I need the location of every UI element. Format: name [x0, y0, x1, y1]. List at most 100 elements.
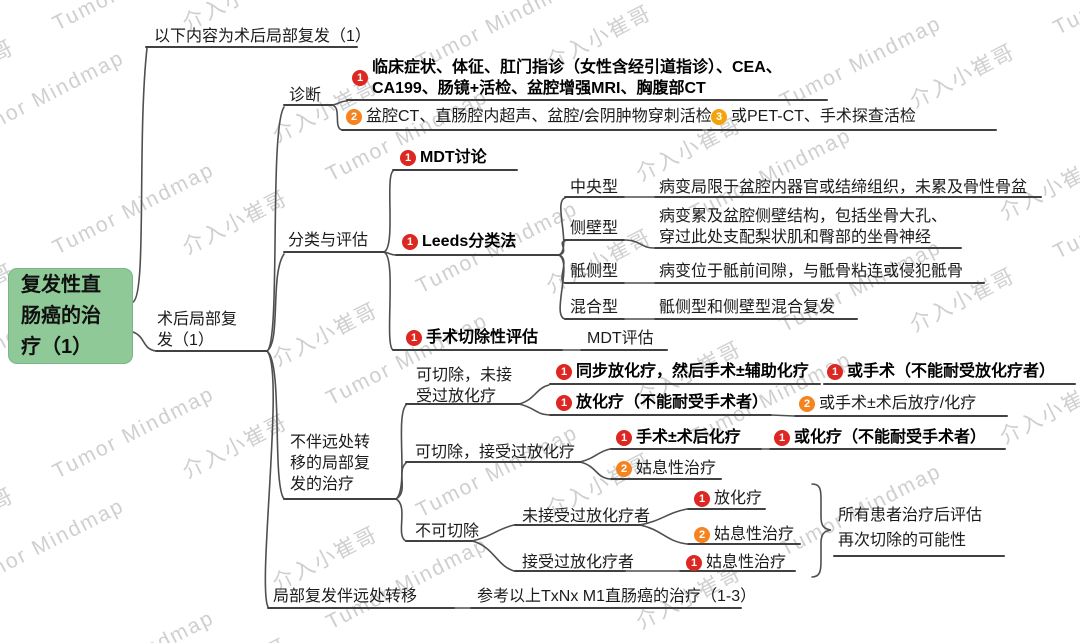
topic-me[interactable]: MDT评估 — [587, 329, 654, 349]
topic-sum[interactable]: 所有患者治疗后评估 再次切除的可能性 — [838, 503, 982, 553]
topic-d1-underline — [346, 99, 828, 101]
topic-sad-underline — [654, 282, 985, 284]
topic-r5-label: 放化疗 — [714, 490, 763, 507]
topic-mxd[interactable]: 骶侧型和侧壁型混合复发 — [659, 298, 835, 318]
topic-d1-label: 临床症状、体征、肛门指诊（女性含经引道指诊）、CEA、 CA199、肠镜+活检、… — [372, 59, 782, 97]
topic-r7-label: 姑息性治疗 — [706, 554, 787, 571]
topic-r3a-label: 手术±术后化疗 — [636, 429, 741, 446]
topic-sd[interactable]: 病变累及盆腔侧壁结构，包括坐骨大孔、 穿过此处支配梨状肌和臀部的坐骨神经 — [659, 206, 947, 248]
connector-postop-to-g4 — [264, 350, 274, 608]
priority-1-badge-icon: 1 — [616, 430, 632, 446]
connector-g2-to-r3a — [579, 448, 611, 463]
topic-st[interactable]: 侧壁型 — [570, 219, 618, 239]
topic-g3b[interactable]: 接受过放化疗者 — [522, 553, 634, 573]
topic-mdt-underline — [392, 169, 518, 171]
topic-postop-underline — [155, 350, 268, 352]
topic-g1[interactable]: 可切除，未接 受过放化疗 — [416, 365, 512, 407]
topic-r4-underline — [610, 478, 722, 480]
topic-sad[interactable]: 病变位于骶前间隙，与骶骨粘连或侵犯骶骨 — [659, 262, 963, 282]
connector-root-to-postop — [132, 331, 157, 352]
priority-2-badge-icon: 2 — [616, 461, 632, 477]
topic-g3b-label: 接受过放化疗者 — [522, 554, 635, 571]
topic-diag[interactable]: 诊断 — [289, 86, 321, 106]
topic-g3a[interactable]: 未接受过放化疗者 — [522, 507, 650, 527]
topic-r2a-underline — [549, 414, 772, 416]
priority-1-badge-icon: 1 — [352, 70, 368, 86]
connector-ttt-to-g1 — [395, 404, 407, 500]
topic-cls[interactable]: 分类与评估 — [288, 231, 368, 251]
topic-cd-underline — [654, 196, 1042, 198]
topic-g4[interactable]: 局部复发伴远处转移 — [273, 587, 417, 607]
topic-r3a-underline — [610, 448, 762, 450]
topic-r2a-label: 放化疗（不能耐受手术者） — [576, 394, 769, 411]
topic-sa[interactable]: 骶侧型 — [570, 262, 618, 282]
priority-2-badge-icon: 2 — [694, 527, 710, 543]
priority-2-badge-icon: 2 — [346, 109, 362, 125]
connector-r2a-to-r2b — [770, 414, 795, 417]
topic-r3b-label: 或化疗（不能耐受手术者） — [794, 429, 987, 446]
topic-me-underline — [580, 349, 668, 351]
topic-me-label: MDT评估 — [587, 330, 654, 347]
topic-sum-label: 所有患者治疗后评估 再次切除的可能性 — [838, 507, 983, 549]
topic-r1b-underline — [823, 383, 1076, 385]
topic-postop[interactable]: 术后局部复 发（1） — [157, 309, 237, 351]
topic-r8-label: 参考以上TxNx M1直肠癌的治疗（1-3） — [477, 588, 757, 605]
connector-st-to-sd — [624, 239, 655, 249]
priority-1-badge-icon: 1 — [694, 491, 710, 507]
connector-postop-to-ttt — [266, 350, 285, 500]
topic-mx[interactable]: 混合型 — [570, 298, 618, 318]
topic-g3a-label: 未接受过放化疗者 — [522, 508, 651, 525]
priority-1-badge-icon: 1 — [402, 234, 418, 250]
priority-1-badge-icon: 1 — [686, 555, 702, 571]
topic-mxd-underline — [654, 318, 858, 320]
topic-ttt-label: 不伴远处转 移的局部复 发的治疗 — [290, 434, 371, 493]
topic-g3[interactable]: 不可切除 — [415, 522, 479, 542]
topic-g2[interactable]: 可切除，接受过放化疗 — [415, 443, 575, 463]
connector-cls-to-re — [383, 251, 394, 351]
topic-cls-label: 分类与评估 — [288, 232, 369, 249]
topic-note-label: 以下内容为术后局部复发（1） — [154, 28, 371, 45]
priority-1-badge-icon: 1 — [406, 330, 422, 346]
topic-note[interactable]: 以下内容为术后局部复发（1） — [154, 27, 371, 47]
topic-leeds-underline — [395, 254, 560, 256]
topic-r8[interactable]: 参考以上TxNx M1直肠癌的治疗（1-3） — [477, 587, 756, 607]
topic-r3b-underline — [769, 448, 1006, 450]
topic-diag-underline — [283, 104, 333, 106]
topic-g3-label: 不可切除 — [415, 523, 480, 540]
topic-cd-label: 病变局限于盆腔内器官或结缔组织，未累及骨性骨盆 — [659, 179, 1028, 196]
topic-g4-underline — [267, 607, 455, 609]
group-brace — [811, 483, 832, 578]
topic-ct[interactable]: 中央型 — [570, 178, 618, 198]
topic-ttt-underline — [283, 498, 397, 500]
priority-1-badge-icon: 1 — [774, 430, 790, 446]
topic-ct-underline — [564, 196, 625, 198]
topic-diag-label: 诊断 — [289, 87, 322, 104]
topic-root[interactable]: 复发性直 肠癌的治 疗（1） — [8, 268, 133, 364]
topic-ttt[interactable]: 不伴远处转 移的局部复 发的治疗 — [290, 432, 370, 495]
topic-r4-label: 姑息性治疗 — [636, 460, 717, 477]
connector-root-to-note — [132, 47, 148, 303]
topic-r2b-underline — [794, 415, 1008, 417]
topic-g4-label: 局部复发伴远处转移 — [273, 588, 418, 605]
topic-note-underline — [145, 46, 358, 48]
topic-cd[interactable]: 病变局限于盆腔内器官或结缔组织，未累及骨性骨盆 — [659, 178, 1027, 198]
connector-postop-to-cls — [266, 253, 285, 352]
topic-g1-label: 可切除，未接 受过放化疗 — [416, 367, 513, 405]
